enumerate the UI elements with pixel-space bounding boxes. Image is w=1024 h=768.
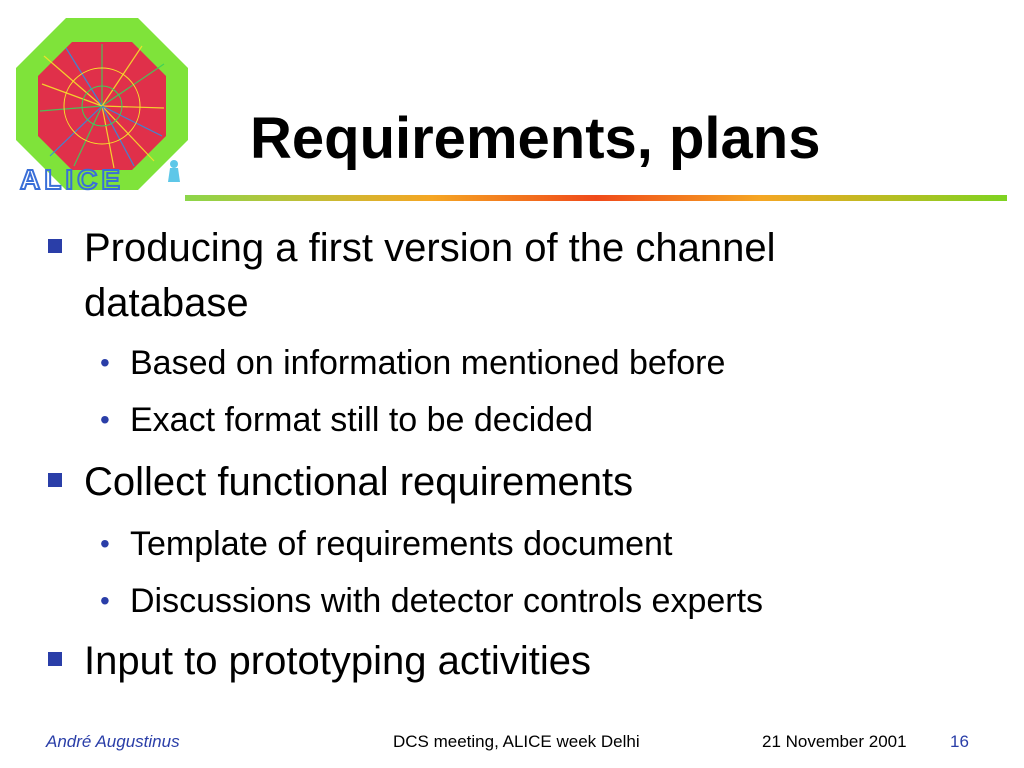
sub-bullet-item: • Template of requirements document xyxy=(100,524,673,564)
alice-logo-text-graphic: ALICE xyxy=(19,164,124,194)
slide-title: Requirements, plans xyxy=(250,106,821,171)
sub-bullet-text: Template of requirements document xyxy=(130,525,673,563)
title-divider xyxy=(185,195,1007,201)
bullet-text: Input to prototyping activities xyxy=(84,639,591,683)
sub-bullet-text: Discussions with detector controls exper… xyxy=(130,582,764,620)
sub-bullet-item: • Exact format still to be decided xyxy=(100,400,594,440)
bullet-item: Collect functional requirements xyxy=(48,455,964,510)
alice-logo: ALICE xyxy=(14,16,190,194)
bullet-text-line1: Producing a first version of the channel xyxy=(84,226,776,270)
dot-bullet-icon: • xyxy=(100,347,110,378)
bullet-list: Producing a first version of the channel… xyxy=(48,221,964,689)
bullet-text: Collect functional requirements xyxy=(84,460,634,504)
bullet-item: Input to prototyping activities xyxy=(48,634,964,689)
square-bullet-icon xyxy=(48,473,62,487)
dot-bullet-icon: • xyxy=(100,404,110,435)
sub-bullet-item: • Discussions with detector controls exp… xyxy=(100,581,764,621)
square-bullet-icon xyxy=(48,652,62,666)
svg-text:ALICE: ALICE xyxy=(20,164,124,194)
dot-bullet-icon: • xyxy=(100,585,110,616)
bullet-item-continuation: database xyxy=(84,276,964,331)
footer-author: André Augustinus xyxy=(46,732,180,751)
sub-bullet-text: Based on information mentioned before xyxy=(130,344,726,382)
sub-bullet-item: • Based on information mentioned before xyxy=(100,343,726,383)
bullet-item: Producing a first version of the channel xyxy=(48,221,964,276)
sub-bullet-text: Exact format still to be decided xyxy=(130,401,594,439)
dot-bullet-icon: • xyxy=(100,528,110,559)
square-bullet-icon xyxy=(48,239,62,253)
alice-logo-graphic xyxy=(16,18,188,190)
footer-date: 21 November 2001 xyxy=(762,732,907,751)
footer-event: DCS meeting, ALICE week Delhi xyxy=(393,732,640,751)
bullet-text-line2: database xyxy=(84,281,249,325)
footer-page-number: 16 xyxy=(950,732,969,751)
